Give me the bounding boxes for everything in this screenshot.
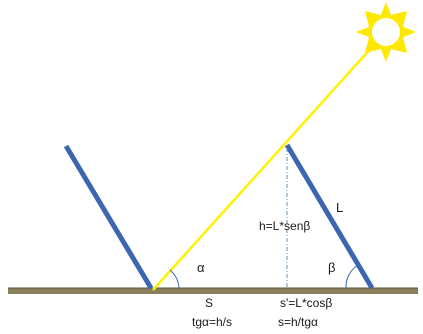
- height-formula-label: h=L*senβ: [259, 219, 310, 233]
- shadow-formula-label: s=h/tgα: [278, 315, 318, 329]
- alpha-arc: [169, 269, 180, 289]
- projection-formula-label: s'=L*cosβ: [280, 296, 332, 310]
- alpha-label: α: [197, 260, 205, 275]
- tan-formula-label: tgα=h/s: [192, 315, 232, 329]
- panel-length-label: L: [336, 200, 343, 215]
- sun-ray: [152, 35, 383, 291]
- sun-icon: [356, 2, 416, 62]
- shadow-label: S: [205, 296, 213, 310]
- left-panel: [63, 144, 154, 290]
- beta-arc: [345, 264, 359, 289]
- ground: [8, 288, 418, 294]
- right-panel: [284, 143, 375, 290]
- beta-label: β: [328, 260, 335, 275]
